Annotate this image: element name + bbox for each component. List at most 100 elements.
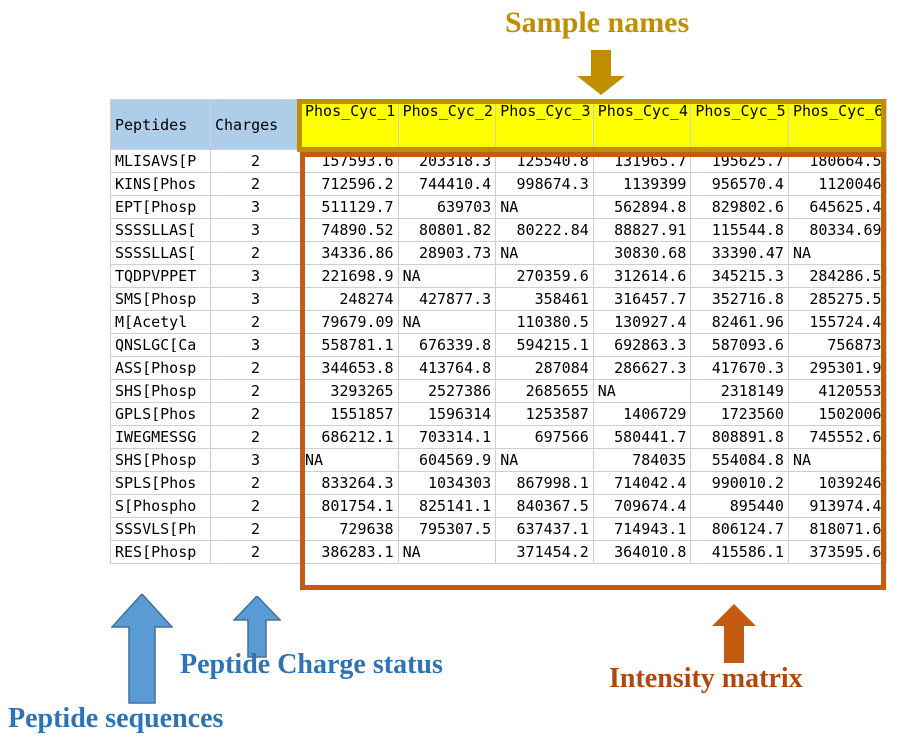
- cell-charge[interactable]: 3: [210, 218, 301, 242]
- cell-intensity[interactable]: 1406729: [592, 402, 692, 426]
- cell-intensity[interactable]: 80222.84: [495, 218, 594, 242]
- cell-intensity[interactable]: 795307.5: [397, 517, 497, 541]
- cell-peptide[interactable]: SHS[Phosp: [110, 448, 211, 472]
- cell-intensity[interactable]: 74890.52: [300, 218, 399, 242]
- cell-intensity[interactable]: NA: [495, 448, 594, 472]
- cell-intensity[interactable]: 913974.4: [787, 494, 887, 518]
- cell-charge[interactable]: 2: [210, 402, 301, 426]
- cell-peptide[interactable]: S[Phospho: [110, 494, 211, 518]
- cell-charge[interactable]: 2: [210, 379, 301, 403]
- cell-charge[interactable]: 2: [210, 540, 301, 564]
- cell-intensity[interactable]: 2527386: [397, 379, 497, 403]
- cell-charge[interactable]: 3: [210, 195, 301, 219]
- cell-intensity[interactable]: 1120046: [787, 172, 887, 196]
- cell-intensity[interactable]: 413764.8: [397, 356, 497, 380]
- cell-intensity[interactable]: 867998.1: [495, 471, 594, 495]
- cell-peptide[interactable]: KINS[Phos: [110, 172, 211, 196]
- cell-peptide[interactable]: TQDPVPPET: [110, 264, 211, 288]
- column-header-peptides[interactable]: Peptides: [110, 99, 211, 150]
- cell-intensity[interactable]: 110380.5: [495, 310, 594, 334]
- cell-intensity[interactable]: 714943.1: [592, 517, 692, 541]
- column-header-sample-5[interactable]: Phos_Cyc_5: [690, 99, 789, 150]
- cell-intensity[interactable]: 840367.5: [495, 494, 594, 518]
- cell-intensity[interactable]: 703314.1: [397, 425, 497, 449]
- cell-intensity[interactable]: 676339.8: [397, 333, 497, 357]
- cell-intensity[interactable]: 373595.6: [787, 540, 887, 564]
- cell-intensity[interactable]: 79679.09: [300, 310, 399, 334]
- cell-intensity[interactable]: 270359.6: [495, 264, 594, 288]
- cell-intensity[interactable]: 371454.2: [495, 540, 594, 564]
- cell-intensity[interactable]: 784035: [592, 448, 692, 472]
- cell-charge[interactable]: 2: [210, 172, 301, 196]
- cell-intensity[interactable]: 4120553: [787, 379, 887, 403]
- cell-intensity[interactable]: 639703: [397, 195, 497, 219]
- cell-peptide[interactable]: QNSLGC[Ca: [110, 333, 211, 357]
- cell-intensity[interactable]: 1039246: [787, 471, 887, 495]
- cell-intensity[interactable]: 956570.4: [690, 172, 789, 196]
- cell-peptide[interactable]: IWEGMESSG: [110, 425, 211, 449]
- cell-intensity[interactable]: 833264.3: [300, 471, 399, 495]
- cell-peptide[interactable]: SMS[Phosp: [110, 287, 211, 311]
- cell-intensity[interactable]: 1139399: [592, 172, 692, 196]
- cell-intensity[interactable]: 352716.8: [690, 287, 789, 311]
- cell-intensity[interactable]: 562894.8: [592, 195, 692, 219]
- cell-intensity[interactable]: NA: [495, 241, 594, 265]
- cell-intensity[interactable]: NA: [787, 448, 887, 472]
- cell-intensity[interactable]: 2318149: [690, 379, 789, 403]
- cell-peptide[interactable]: M[Acetyl: [110, 310, 211, 334]
- cell-intensity[interactable]: 248274: [300, 287, 399, 311]
- cell-intensity[interactable]: 818071.6: [787, 517, 887, 541]
- column-header-sample-3[interactable]: Phos_Cyc_3: [495, 99, 594, 150]
- peptide-intensity-table[interactable]: Peptides Charges Phos_Cyc_1 Phos_Cyc_2 P…: [110, 99, 887, 564]
- cell-intensity[interactable]: 3293265: [300, 379, 399, 403]
- cell-charge[interactable]: 2: [210, 471, 301, 495]
- cell-intensity[interactable]: 825141.1: [397, 494, 497, 518]
- cell-intensity[interactable]: 554084.8: [690, 448, 789, 472]
- cell-intensity[interactable]: 203318.3: [397, 149, 497, 173]
- cell-charge[interactable]: 2: [210, 149, 301, 173]
- cell-intensity[interactable]: 697566: [495, 425, 594, 449]
- cell-intensity[interactable]: 1596314: [397, 402, 497, 426]
- cell-intensity[interactable]: 287084: [495, 356, 594, 380]
- cell-intensity[interactable]: 1502006: [787, 402, 887, 426]
- cell-intensity[interactable]: 345215.3: [690, 264, 789, 288]
- cell-intensity[interactable]: 587093.6: [690, 333, 789, 357]
- cell-intensity[interactable]: 295301.9: [787, 356, 887, 380]
- cell-intensity[interactable]: NA: [592, 379, 692, 403]
- cell-peptide[interactable]: SHS[Phosp: [110, 379, 211, 403]
- cell-intensity[interactable]: 131965.7: [592, 149, 692, 173]
- cell-peptide[interactable]: GPLS[Phos: [110, 402, 211, 426]
- cell-intensity[interactable]: 157593.6: [300, 149, 399, 173]
- cell-intensity[interactable]: NA: [300, 448, 399, 472]
- cell-intensity[interactable]: NA: [397, 264, 497, 288]
- cell-intensity[interactable]: 580441.7: [592, 425, 692, 449]
- cell-charge[interactable]: 2: [210, 241, 301, 265]
- cell-intensity[interactable]: 195625.7: [690, 149, 789, 173]
- cell-intensity[interactable]: NA: [495, 195, 594, 219]
- cell-intensity[interactable]: 686212.1: [300, 425, 399, 449]
- cell-intensity[interactable]: 1723560: [690, 402, 789, 426]
- cell-intensity[interactable]: 511129.7: [300, 195, 399, 219]
- cell-intensity[interactable]: NA: [397, 310, 497, 334]
- cell-intensity[interactable]: 33390.47: [690, 241, 789, 265]
- cell-intensity[interactable]: 692863.3: [592, 333, 692, 357]
- cell-intensity[interactable]: 1551857: [300, 402, 399, 426]
- cell-intensity[interactable]: 80801.82: [397, 218, 497, 242]
- cell-intensity[interactable]: 1253587: [495, 402, 594, 426]
- cell-intensity[interactable]: NA: [787, 241, 887, 265]
- cell-intensity[interactable]: 427877.3: [397, 287, 497, 311]
- cell-intensity[interactable]: 637437.1: [495, 517, 594, 541]
- cell-intensity[interactable]: 155724.4: [787, 310, 887, 334]
- cell-intensity[interactable]: 415586.1: [690, 540, 789, 564]
